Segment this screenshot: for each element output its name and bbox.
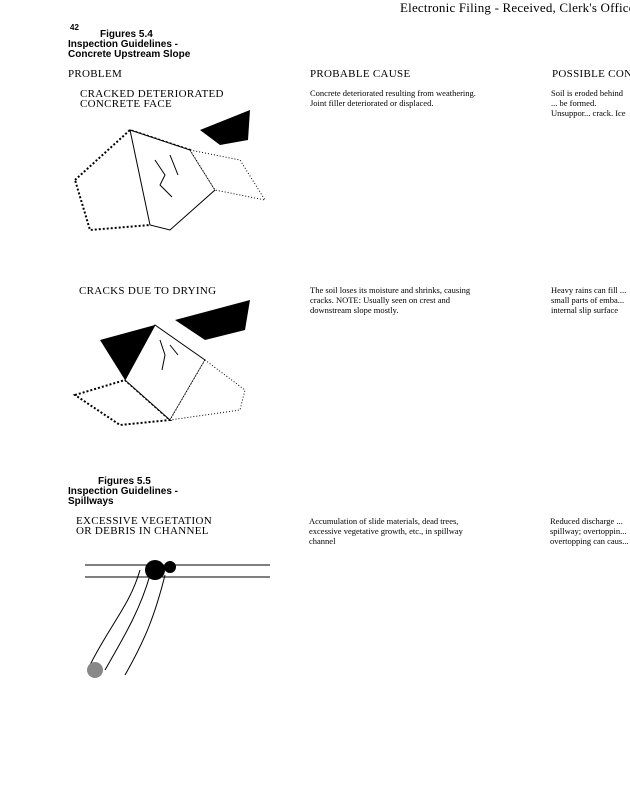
drying-cracks-illustration bbox=[72, 300, 250, 427]
problem-1-line1: CRACKED DETERIORATED bbox=[80, 88, 224, 100]
consequence-1: Soil is eroded behind ... be formed. Uns… bbox=[551, 88, 626, 118]
column-problem: PROBLEM bbox=[68, 68, 123, 80]
cracked-concrete-illustration bbox=[73, 110, 267, 232]
problem-3-line2: OR DEBRIS IN CHANNEL bbox=[76, 525, 209, 537]
cause-3: Accumulation of slide materials, dead tr… bbox=[309, 516, 463, 546]
problem-2-line1: CRACKS DUE TO DRYING bbox=[79, 285, 217, 297]
figure-55-title: Figures 5.5 bbox=[98, 476, 151, 487]
cause-2: The soil loses its moisture and shrinks,… bbox=[310, 285, 471, 315]
figure-54-line1: Inspection Guidelines - bbox=[68, 39, 179, 50]
column-cause: PROBABLE CAUSE bbox=[310, 68, 411, 80]
page-number: 42 bbox=[70, 23, 79, 32]
figure-55-line2: Spillways bbox=[68, 496, 114, 507]
consequence-2: Heavy rains can fill ... small parts of … bbox=[551, 285, 627, 315]
problem-3-line1: EXCESSIVE VEGETATION bbox=[76, 515, 212, 527]
figure-54-title: Figures 5.4 bbox=[100, 29, 153, 40]
filing-header: Electronic Filing - Received, Clerk's Of… bbox=[400, 0, 630, 15]
spillway-debris-illustration bbox=[85, 560, 270, 678]
problem-1-line2: CONCRETE FACE bbox=[80, 98, 173, 110]
column-consequence: POSSIBLE CON bbox=[552, 68, 630, 80]
cause-1: Concrete deteriorated resulting from wea… bbox=[310, 88, 476, 108]
consequence-3: Reduced discharge ... spillway; overtopp… bbox=[550, 516, 629, 546]
figure-54-line2: Concrete Upstream Slope bbox=[68, 49, 191, 60]
figure-55-line1: Inspection Guidelines - bbox=[68, 486, 179, 497]
